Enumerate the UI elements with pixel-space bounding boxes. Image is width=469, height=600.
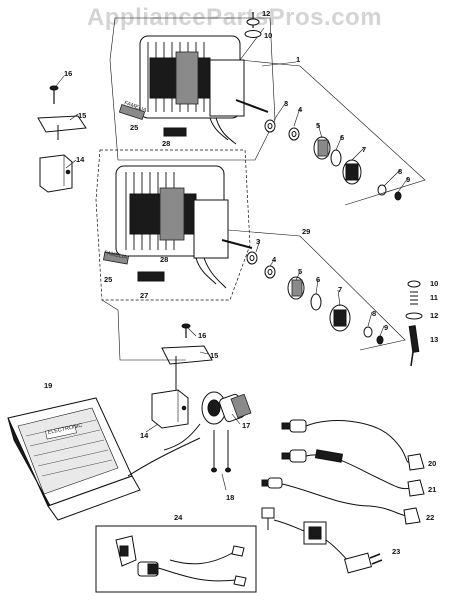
upper-capacitor <box>163 127 187 137</box>
callout-d20: 20 <box>428 459 436 468</box>
lower-motor-assembly: FAMELIA <box>95 149 406 351</box>
callout-d4: 4 <box>272 255 277 264</box>
callout-d13: 13 <box>430 335 438 344</box>
part-28-outline <box>227 229 406 351</box>
brush-parts <box>405 280 423 367</box>
callout-d27: 27 <box>140 291 148 300</box>
lower-motor-brand: FAMELIA <box>104 250 128 261</box>
lower-capacitor <box>137 271 165 282</box>
wall-plug <box>343 552 373 574</box>
callout-6: 6 <box>340 133 344 142</box>
upper-motor-assembly: FAMELIA <box>109 17 426 206</box>
callout-d11: 11 <box>430 293 438 302</box>
upper-shaft-parts <box>264 119 402 201</box>
callout-d5: 5 <box>298 267 302 276</box>
callout-9: 9 <box>406 175 410 184</box>
callout-d24: 24 <box>174 513 183 522</box>
callout-d28: 28 <box>160 255 168 264</box>
callout-d10: 10 <box>430 279 438 288</box>
lower-motor-core <box>159 187 185 241</box>
power-cords <box>261 419 425 525</box>
callout-12: 12 <box>262 9 270 18</box>
callout-d6: 6 <box>316 275 320 284</box>
callout-4: 4 <box>298 105 303 114</box>
callout-1: 1 <box>296 55 300 64</box>
callout-28: 28 <box>162 139 170 148</box>
part-24-kit-box <box>95 525 257 593</box>
lower-motor-endcap <box>193 199 229 259</box>
callout-14: 14 <box>76 155 85 164</box>
callout-10: 10 <box>264 31 272 40</box>
upper-motor-frame <box>109 17 276 161</box>
callout-d17: 17 <box>242 421 250 430</box>
callout-d23: 23 <box>392 547 400 556</box>
speed-control-plug <box>163 391 252 473</box>
callout-d16: 16 <box>198 331 206 340</box>
callout-labels: 1 3 4 5 6 7 8 9 10 12 16 15 14 25 28 3 4… <box>44 9 438 556</box>
upper-motor-core <box>175 51 199 105</box>
callout-d18: 18 <box>226 493 234 502</box>
part-1-outline <box>239 59 426 206</box>
lower-resistor <box>103 251 129 265</box>
callout-5: 5 <box>316 121 320 130</box>
callout-8: 8 <box>398 167 402 176</box>
callout-d9: 9 <box>384 323 388 332</box>
upper-motor-endcap <box>209 59 245 117</box>
callout-d29: 29 <box>302 227 310 236</box>
lower-mount-bracket <box>151 323 213 429</box>
callout-7: 7 <box>362 145 366 154</box>
upper-resistor <box>118 103 146 121</box>
watermark: AppliancePartsPros.com <box>86 4 383 31</box>
callout-15: 15 <box>78 111 86 120</box>
callout-d14: 14 <box>140 431 149 440</box>
lower-shaft-parts <box>246 251 384 345</box>
callout-d8: 8 <box>372 309 376 318</box>
callout-d3: 3 <box>256 237 260 246</box>
callout-16: 16 <box>64 69 72 78</box>
callout-25: 25 <box>130 123 138 132</box>
upper-mount-bracket <box>37 85 87 193</box>
callout-d25: 25 <box>104 275 112 284</box>
callout-d19: 19 <box>44 381 52 390</box>
leader-lines <box>55 61 409 491</box>
callout-d12: 12 <box>430 311 438 320</box>
callout-d21: 21 <box>428 485 436 494</box>
callout-d22: 22 <box>426 513 434 522</box>
plug-cord-assembly <box>261 507 383 574</box>
callout-d7: 7 <box>338 285 342 294</box>
callout-3: 3 <box>284 99 288 108</box>
lower-motor-frame <box>95 149 251 301</box>
callout-d15: 15 <box>210 351 218 360</box>
foot-pedal-controller: ELECTRONIC <box>7 397 201 521</box>
top-screw-washer <box>244 12 262 38</box>
